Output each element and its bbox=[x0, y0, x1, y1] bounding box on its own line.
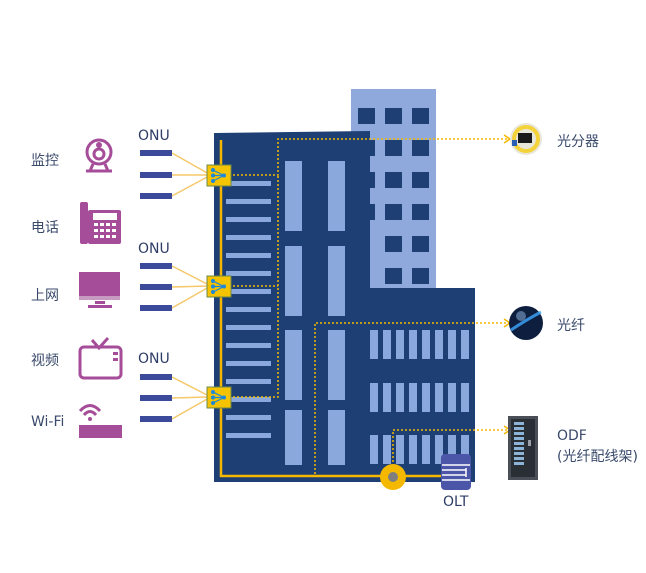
annex-windows bbox=[370, 330, 469, 464]
device-label-video: 视频 bbox=[31, 353, 59, 369]
dotted-fiber-routes bbox=[233, 138, 510, 474]
olt-icon[interactable] bbox=[441, 454, 471, 490]
legend-sublabel-odf: (光纤配线架) bbox=[557, 449, 638, 465]
fiber-reel-icon bbox=[380, 464, 406, 490]
monitor-icon bbox=[79, 272, 120, 308]
arrow-heads bbox=[503, 134, 512, 435]
vertical-windows bbox=[285, 161, 345, 465]
onu-bars bbox=[140, 150, 172, 422]
legend-label-odf: ODF bbox=[557, 428, 587, 444]
onu-connector-lines bbox=[171, 152, 210, 420]
wifi-router-icon bbox=[78, 404, 122, 438]
device-label-phone: 电话 bbox=[31, 220, 59, 236]
fiber-trunk bbox=[219, 140, 445, 478]
device-label-wifi: Wi-Fi bbox=[31, 414, 65, 430]
left-floor-stripes bbox=[226, 181, 271, 438]
splitter-box[interactable] bbox=[206, 164, 232, 187]
device-label-monitoring: 监控 bbox=[31, 153, 59, 169]
optical-splitter-icon bbox=[510, 123, 542, 155]
odf-rack-icon bbox=[508, 416, 538, 480]
telephone-icon bbox=[80, 202, 121, 244]
webcam-icon bbox=[85, 138, 113, 173]
optical-fiber-icon bbox=[509, 306, 543, 340]
onu-label: ONU bbox=[138, 128, 170, 144]
splitter-box[interactable] bbox=[206, 275, 232, 298]
onu-label: ONU bbox=[138, 241, 170, 257]
legend-label-splitter: 光分器 bbox=[557, 134, 599, 150]
device-label-internet: 上网 bbox=[31, 288, 59, 304]
legend-label-fiber: 光纤 bbox=[557, 318, 585, 334]
onu-label: ONU bbox=[138, 351, 170, 367]
olt-label: OLT bbox=[443, 494, 469, 510]
tv-icon bbox=[78, 336, 123, 380]
splitter-box[interactable] bbox=[206, 386, 232, 409]
